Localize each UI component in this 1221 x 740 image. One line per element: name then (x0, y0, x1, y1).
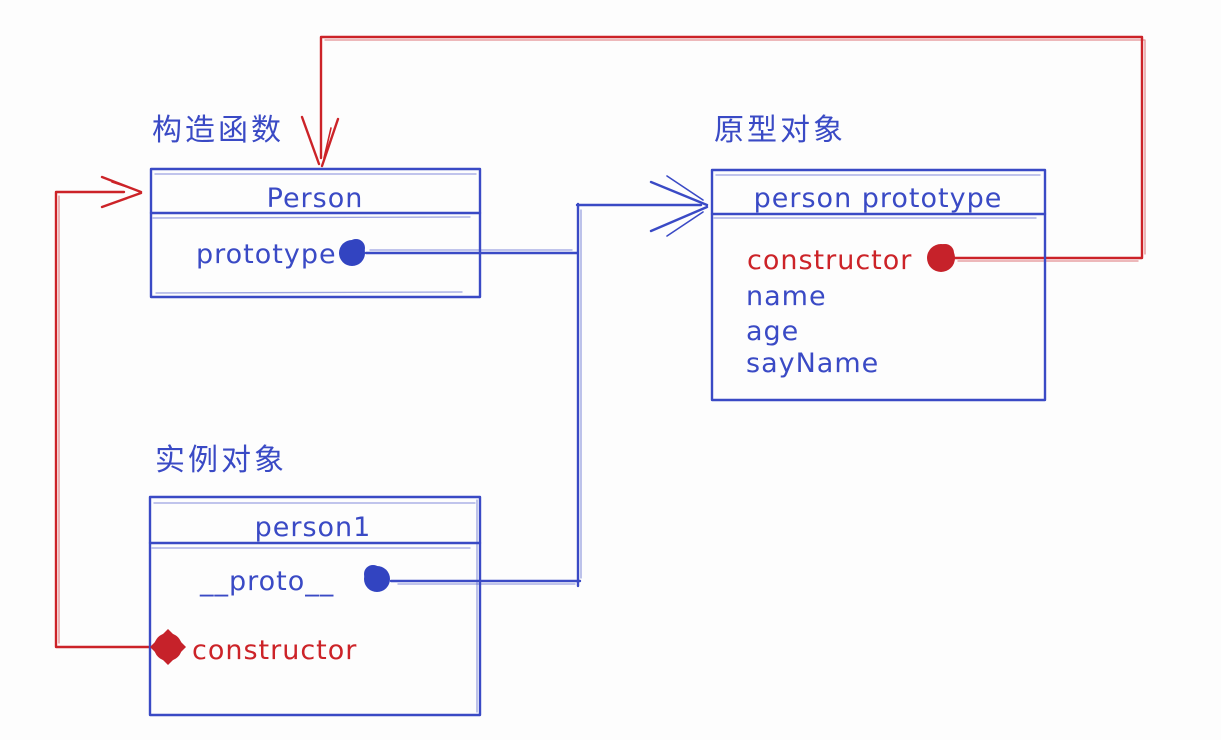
person1-box: 实例对象 person1 __proto__ constructor (148, 443, 482, 717)
prototype-sayname-property: sayName (746, 348, 879, 379)
person1-box-frame (148, 495, 482, 717)
person-prototype-box-title: person prototype (754, 183, 1003, 214)
person-prototype-box: 原型对象 person prototype constructor name a… (710, 113, 1047, 402)
person1-proto-property: __proto__ (199, 566, 334, 597)
prototype-constructor-property: constructor (747, 245, 912, 276)
arrow-right-icon (100, 175, 143, 209)
person-box-frame (149, 167, 482, 299)
blue-pointer-dot-icon (364, 565, 390, 592)
arrow-right-icon (649, 175, 709, 237)
person-prototype-property: prototype (196, 239, 337, 270)
person-box-bottom-echo (155, 291, 463, 294)
red-loop-line (319, 35, 1144, 260)
constructor-function-label: 构造函数 (152, 113, 284, 148)
red-instance-line (54, 190, 160, 649)
person1-box-title: person1 (255, 512, 372, 543)
person-box-title: Person (267, 183, 364, 214)
person-box: 构造函数 Person prototype (149, 113, 482, 299)
person1-constructor-property: constructor (192, 635, 357, 666)
blue-prototype-arrow (364, 175, 709, 588)
prototype-name-property: name (746, 281, 827, 312)
arrow-down-icon (300, 115, 340, 168)
blue-pointer-dot-icon (339, 239, 365, 266)
red-pointer-dot-icon (150, 629, 186, 665)
person-prototype-box-frame (710, 168, 1047, 402)
prototype-object-label: 原型对象 (714, 113, 846, 148)
red-pointer-dot-icon (927, 244, 955, 272)
red-instance-constructor-arrow (54, 175, 160, 649)
person-box-divider-echo (152, 216, 471, 219)
red-constructor-loop-arrow (300, 35, 1146, 262)
red-loop-line-echo (324, 39, 1146, 255)
prototype-age-property: age (746, 316, 799, 347)
instance-object-label: 实例对象 (155, 443, 287, 478)
